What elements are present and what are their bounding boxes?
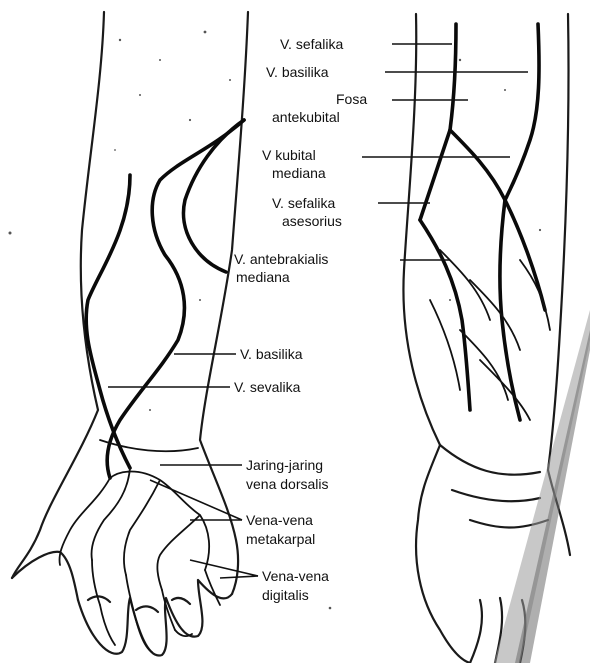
right-palm-outline bbox=[440, 445, 548, 528]
right-basilic-vein bbox=[505, 24, 539, 200]
label-antebrakialis-line2: mediana bbox=[236, 269, 290, 285]
label-v-sefalika: V. sefalika bbox=[280, 36, 344, 52]
labels: V. sefalika V. basilika Fosa antekubital… bbox=[234, 36, 367, 603]
label-metakarpal-line2: metakarpal bbox=[246, 531, 315, 547]
label-jaring-line1: Jaring-jaring bbox=[246, 457, 323, 473]
label-digitalis-line1: Vena-vena bbox=[262, 568, 329, 584]
label-sefalika-asesorius-line1: V. sefalika bbox=[272, 195, 336, 211]
label-fosa-line1: Fosa bbox=[336, 91, 367, 107]
left-wrist-crease bbox=[100, 440, 198, 451]
label-antebrakialis-line1: V. antebrakialis bbox=[234, 251, 328, 267]
left-dorsal-venous-network bbox=[59, 468, 209, 590]
right-cephalic-vein bbox=[420, 24, 456, 220]
left-thumb-outline bbox=[12, 552, 78, 600]
label-v-basilika-top: V. basilika bbox=[266, 64, 329, 80]
left-arm-outline-radial bbox=[200, 12, 248, 594]
label-v-sevalika: V. sevalika bbox=[234, 379, 301, 395]
left-knuckles bbox=[88, 596, 190, 612]
label-kubital-line1: V kubital bbox=[262, 147, 316, 163]
right-accessory-cephalic-vein bbox=[420, 220, 470, 410]
left-metacarpal-veins bbox=[92, 560, 220, 630]
right-arm-outline-left bbox=[403, 14, 470, 663]
label-jaring-line2: vena dorsalis bbox=[246, 476, 329, 492]
label-metakarpal-line1: Vena-vena bbox=[246, 512, 313, 528]
label-fosa-line2: antekubital bbox=[272, 109, 340, 125]
left-arm bbox=[12, 12, 248, 656]
label-digitalis-line2: digitalis bbox=[262, 587, 309, 603]
left-digital-veins bbox=[100, 605, 192, 652]
left-fingers-outline bbox=[78, 580, 232, 656]
label-v-basilika-mid: V. basilika bbox=[240, 346, 303, 362]
label-kubital-line2: mediana bbox=[272, 165, 326, 181]
label-sefalika-asesorius-line2: asesorius bbox=[282, 213, 342, 229]
